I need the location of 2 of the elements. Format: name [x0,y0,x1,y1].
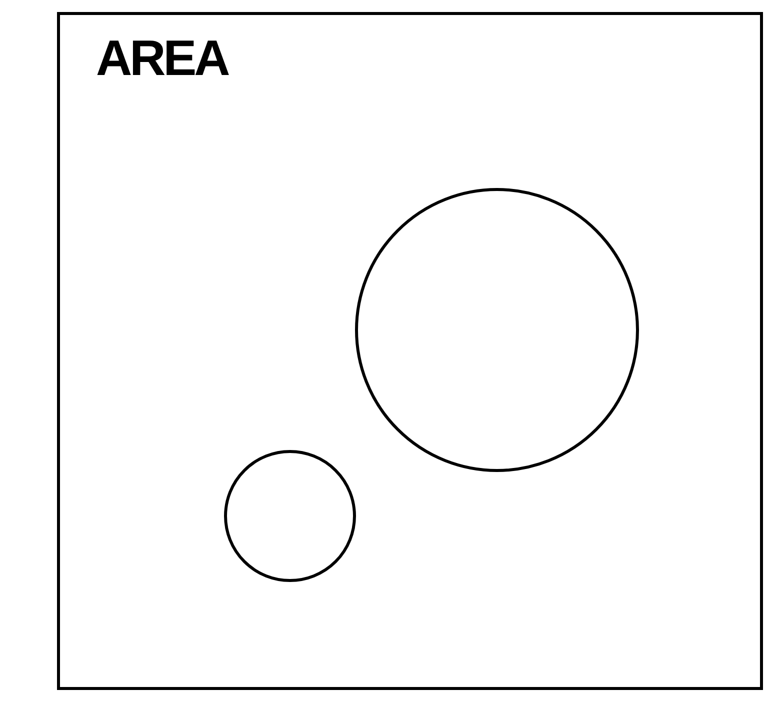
area-heading: AREA [96,33,228,83]
area-frame [57,12,763,690]
